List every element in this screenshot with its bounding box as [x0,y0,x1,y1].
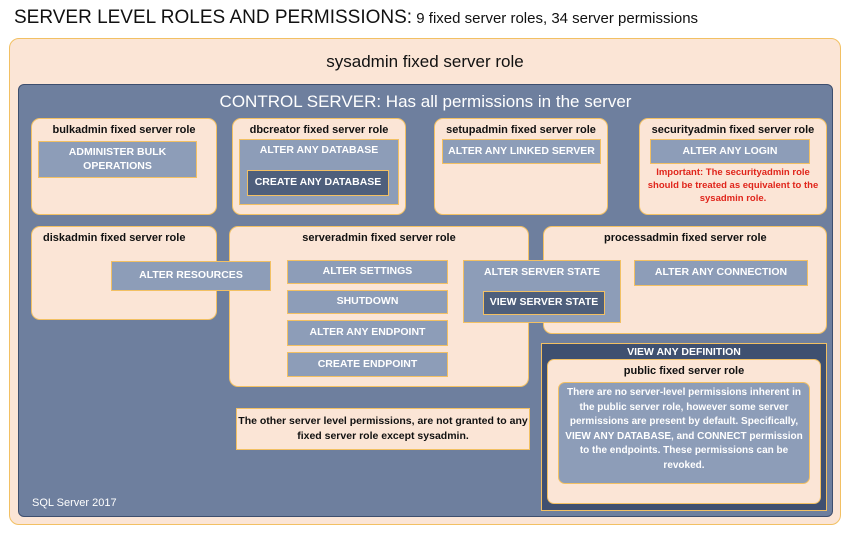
perm-alter-any-login: ALTER ANY LOGIN [650,139,810,164]
sysadmin-role-title: sysadmin fixed server role [326,52,524,71]
securityadmin-role-title: securityadmin fixed server role [651,124,815,136]
perm-alter-any-endpoint: ALTER ANY ENDPOINT [287,320,448,346]
page-subtitle: 9 fixed server roles, 34 server permissi… [412,10,699,27]
public-role-title: public fixed server role [623,365,745,377]
sql-server-version-label: SQL Server 2017 [32,497,117,509]
securityadmin-role-box [639,118,827,215]
perm-alter-settings: ALTER SETTINGS [287,260,448,284]
setupadmin-role-box [434,118,608,215]
serveradmin-role-title: serveradmin fixed server role [302,232,456,244]
other-permissions-note: The other server level permissions, are … [236,408,530,450]
perm-administer-bulk-operations: ADMINISTER BULK OPERATIONS [38,141,197,178]
perm-shutdown: SHUTDOWN [287,290,448,314]
securityadmin-warning-note: Important: The securityadmin role should… [647,167,819,204]
view-any-definition-title: VIEW ANY DEFINITION [627,346,741,358]
public-role-description: There are no server-level permissions in… [565,387,803,471]
page-title-main: SERVER LEVEL ROLES AND PERMISSIONS: [14,7,413,28]
diskadmin-role-title: diskadmin fixed server role [43,232,186,244]
public-role-description-box [558,382,810,484]
perm-alter-any-connection: ALTER ANY CONNECTION [634,260,808,286]
perm-create-any-database: CREATE ANY DATABASE [247,170,389,196]
perm-create-endpoint: CREATE ENDPOINT [287,352,448,377]
bulkadmin-role-title: bulkadmin fixed server role [52,124,196,136]
perm-alter-resources: ALTER RESOURCES [111,261,271,291]
perm-alter-any-linked-server: ALTER ANY LINKED SERVER [442,139,601,164]
perm-view-server-state: VIEW SERVER STATE [483,291,605,315]
setupadmin-role-title: setupadmin fixed server role [446,124,596,136]
page-title: SERVER LEVEL ROLES AND PERMISSIONS: 9 fi… [14,7,698,29]
processadmin-role-title: processadmin fixed server role [604,232,767,244]
control-server-title: CONTROL SERVER: Has all permissions in t… [219,92,632,111]
dbcreator-role-title: dbcreator fixed server role [249,124,389,136]
